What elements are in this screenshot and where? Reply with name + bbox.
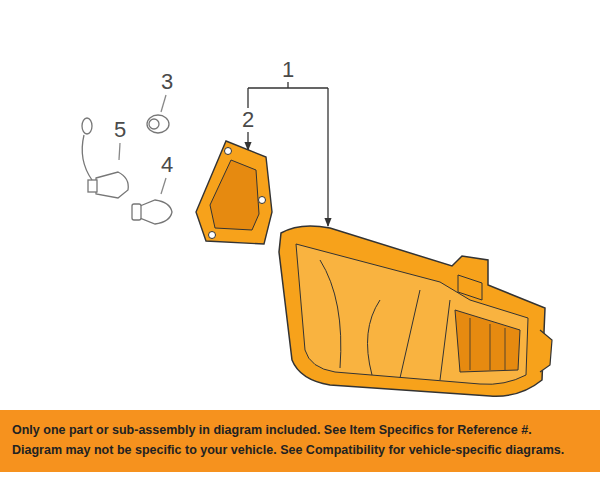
callout-number: 3 bbox=[161, 71, 173, 93]
callout-number: 2 bbox=[242, 109, 254, 131]
notice-text: Only one part or sub-assembly in diagram… bbox=[12, 420, 590, 440]
callout-number: 4 bbox=[161, 154, 173, 176]
notice-text: Diagram may not be specific to your vehi… bbox=[12, 440, 590, 460]
notice-banner: Only one part or sub-assembly in diagram… bbox=[0, 410, 600, 472]
gasket bbox=[196, 141, 272, 244]
bulb bbox=[132, 200, 172, 224]
callout-number: 1 bbox=[282, 59, 294, 81]
lamp-housing bbox=[279, 226, 552, 396]
socket-wire bbox=[82, 118, 128, 198]
callout-number: 5 bbox=[114, 119, 126, 141]
grommet bbox=[147, 115, 169, 133]
